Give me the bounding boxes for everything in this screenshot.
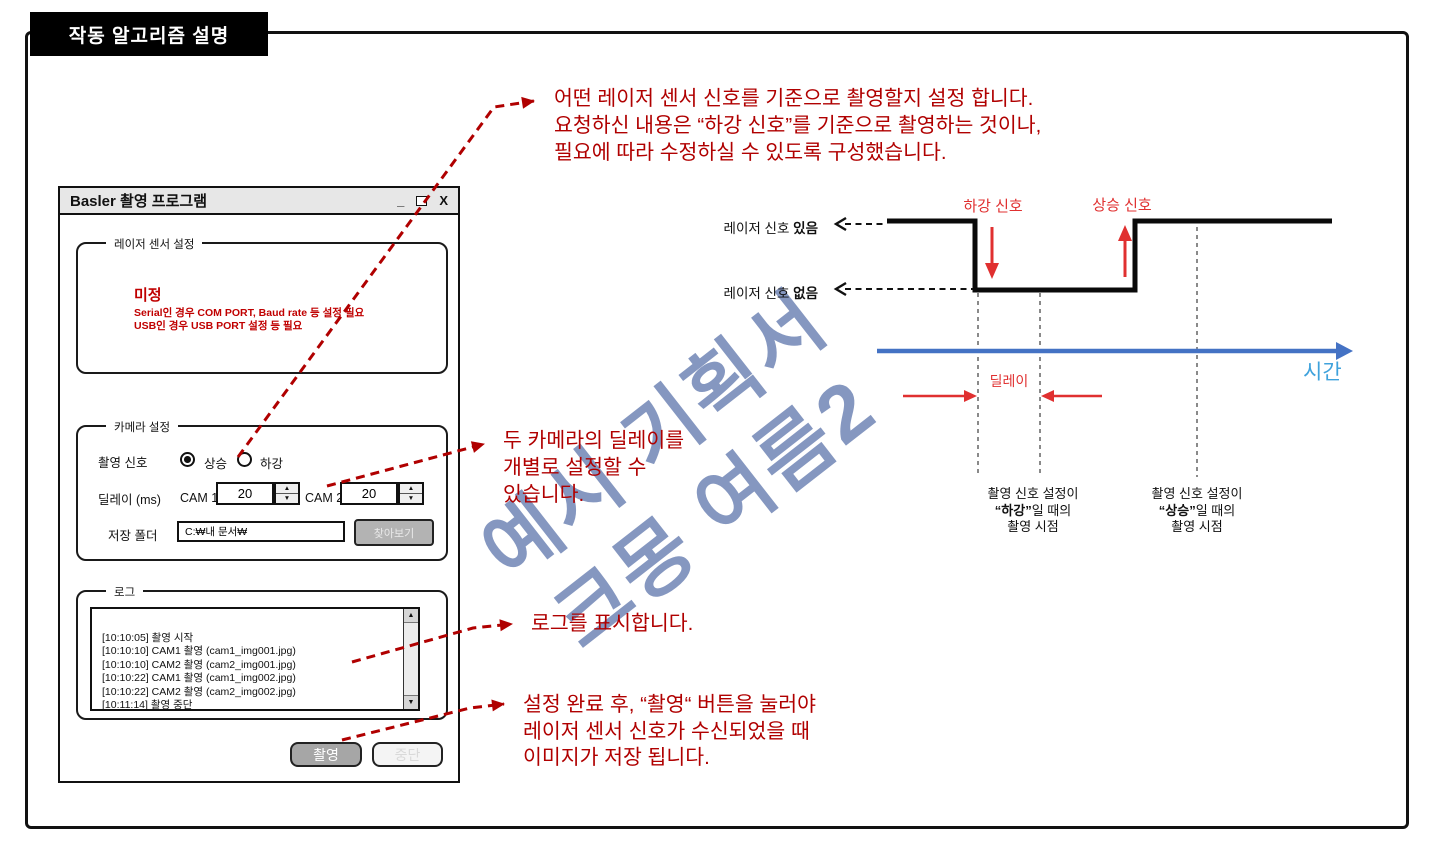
annotation-signal-line3: 필요에 따라 수정하실 수 있도록 구성했습니다.	[554, 141, 947, 164]
radio-rising[interactable]	[180, 452, 195, 467]
cam1-delay-input[interactable]	[218, 484, 272, 503]
log-line: [10:10:10] CAM2 촬영 (cam2_img001.jpg)	[102, 658, 296, 671]
annotation-delay-line1: 두 카메라의 딜레이를	[503, 429, 685, 452]
radio-falling-label[interactable]: 하강	[260, 457, 284, 471]
log-scrollbar[interactable]: ▲ ▼	[403, 609, 418, 709]
laser-signal-on-prefix: 레이저 신호	[723, 221, 794, 236]
capture-signal-label: 촬영 신호	[98, 456, 148, 470]
log-line: [10:10:22] CAM1 촬영 (cam1_img002.jpg)	[102, 672, 296, 685]
capture-button[interactable]: 촬영	[290, 742, 362, 767]
falling-signal-label: 하강 신호	[963, 198, 1023, 215]
cam2-delay-stepper: ▲ ▼	[398, 482, 424, 505]
caption-rising-line3: 촬영 시점	[1171, 519, 1223, 534]
laser-signal-on-label: 레이저 신호 있음	[688, 217, 818, 237]
cam1-delay-box	[216, 482, 274, 505]
annotation-capture: 설정 완료 후, “촬영“ 버튼을 눌러야 레이저 센서 신호가 수신되었을 때…	[523, 692, 816, 772]
delay-annotation-label: 딜레이	[989, 373, 1029, 389]
browse-button[interactable]: 찾아보기	[354, 519, 434, 546]
annotation-signal-line2: 요청하신 내용은 “하강 신호”를 기준으로 촬영하는 것이나,	[554, 114, 1042, 137]
laser-signal-off-bold: 없음	[793, 286, 818, 301]
page-title: 작동 알고리즘 설명	[30, 12, 268, 56]
cam2-delay-input[interactable]	[342, 484, 396, 503]
annotation-log-line1: 로그를 표시합니다.	[531, 612, 694, 635]
annotation-delay-line3: 있습니다.	[503, 483, 585, 506]
window-titlebar: Basler 촬영 프로그램 _ X	[60, 188, 458, 215]
stop-button[interactable]: 중단	[372, 742, 443, 767]
annotation-signal-line1: 어떤 레이저 센서 신호를 기준으로 촬영할지 설정 합니다.	[554, 87, 1034, 110]
cam2-label: CAM 2	[305, 491, 344, 505]
radio-rising-label[interactable]: 상승	[204, 457, 228, 471]
log-line: [10:10:10] CAM1 촬영 (cam1_img001.jpg)	[102, 645, 296, 658]
caption-rising-line2: “상승”일 때의	[1112, 503, 1282, 520]
caption-rising-rest: 일 때의	[1195, 502, 1236, 518]
annotation-capture-line2: 레이저 센서 신호가 수신되었을 때	[523, 719, 810, 743]
cam2-down-icon[interactable]: ▼	[407, 495, 415, 502]
cam2-up-icon[interactable]: ▲	[400, 484, 422, 494]
caption-falling-line2: “하강”일 때의	[948, 503, 1118, 520]
laser-note-1: Serial인 경우 COM PORT, Baud rate 등 설정 필요	[134, 307, 365, 319]
laser-signal-on-bold: 있음	[793, 221, 818, 236]
annotation-delay-line2: 개별로 설정할 수	[503, 456, 647, 479]
laser-signal-off-prefix: 레이저 신호	[723, 286, 794, 301]
scroll-track[interactable]	[404, 623, 418, 695]
rising-signal-label: 상승 신호	[1092, 197, 1152, 214]
log-box: [10:10:05] 촬영 시작 [10:10:10] CAM1 촬영 (cam…	[90, 607, 420, 711]
log-line: [10:11:14] 촬영 중단	[102, 699, 193, 712]
radio-falling[interactable]	[237, 452, 252, 467]
caption-falling-rest: 일 때의	[1031, 502, 1072, 518]
camera-settings-group-label: 카메라 설정	[106, 419, 179, 435]
close-button[interactable]: X	[439, 193, 448, 208]
delay-label: 딜레이 (ms)	[98, 493, 161, 507]
caption-rising-bold: “상승”	[1158, 502, 1196, 518]
cam1-delay-stepper: ▲ ▼	[274, 482, 300, 505]
caption-falling-line1: 촬영 신호 설정이	[987, 486, 1079, 501]
caption-falling-bold: “하강”	[994, 502, 1032, 518]
cam2-delay-box	[340, 482, 398, 505]
caption-rising-mode: 촬영 신호 설정이 “상승”일 때의 촬영 시점	[1112, 486, 1282, 536]
laser-signal-off-label: 레이저 신호 없음	[688, 282, 818, 302]
scroll-down-icon[interactable]: ▼	[404, 695, 418, 709]
log-group-label: 로그	[106, 584, 144, 600]
annotation-capture-line3: 이미지가 저장 됩니다.	[523, 746, 710, 769]
cam1-label: CAM 1	[180, 491, 219, 505]
cam1-up-icon[interactable]: ▲	[276, 484, 298, 494]
annotation-delay: 두 카메라의 딜레이를 개별로 설정할 수 있습니다.	[503, 427, 684, 508]
annotation-capture-line1: 설정 완료 후, “촬영“ 버튼을 눌러야	[523, 693, 817, 716]
restore-icon[interactable]	[416, 195, 428, 206]
log-lines: [10:10:05] 촬영 시작 [10:10:10] CAM1 촬영 (cam…	[102, 632, 400, 712]
laser-sensor-group-label: 레이저 센서 설정	[106, 236, 203, 252]
caption-falling-mode: 촬영 신호 설정이 “하강”일 때의 촬영 시점	[948, 486, 1118, 536]
laser-note-2: USB인 경우 USB PORT 설정 등 필요	[134, 320, 303, 332]
slide-frame	[25, 31, 1409, 829]
save-folder-label: 저장 폴더	[108, 529, 158, 543]
time-axis-label: 시간	[1303, 361, 1342, 384]
log-line: [10:10:05] 촬영 시작	[102, 632, 194, 644]
cam1-down-icon[interactable]: ▼	[283, 495, 291, 502]
log-line: [10:10:22] CAM2 촬영 (cam2_img002.jpg)	[102, 685, 296, 698]
laser-sensor-note: 미정 Serial인 경우 COM PORT, Baud rate 등 설정 필…	[134, 284, 364, 333]
annotation-signal: 어떤 레이저 센서 신호를 기준으로 촬영할지 설정 합니다. 요청하신 내용은…	[554, 85, 1041, 166]
caption-rising-line1: 촬영 신호 설정이	[1151, 486, 1243, 501]
scroll-up-icon[interactable]: ▲	[404, 609, 418, 623]
annotation-log: 로그를 표시합니다.	[531, 610, 693, 637]
window-title: Basler 촬영 프로그램	[70, 193, 207, 210]
save-folder-input[interactable]	[177, 521, 345, 542]
app-window: Basler 촬영 프로그램 _ X 레이저 센서 설정 미정 Serial인 …	[58, 186, 460, 783]
laser-status: 미정	[134, 287, 162, 304]
caption-falling-line3: 촬영 시점	[1007, 519, 1059, 534]
minimize-button[interactable]: _	[397, 193, 405, 208]
